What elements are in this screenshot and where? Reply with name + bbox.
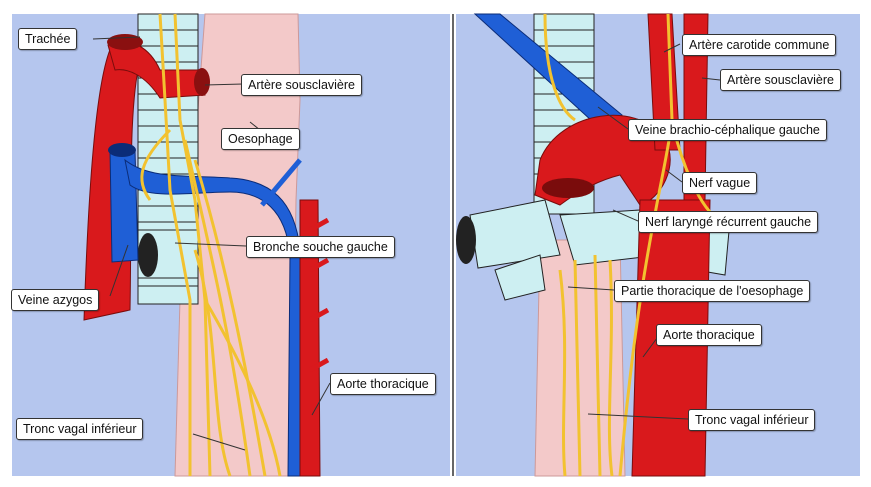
leader-lines (92, 36, 721, 451)
label-azygos-vein: Veine azygos (11, 289, 100, 311)
label-thoracic-aorta-right: Aorte thoracique (656, 324, 762, 346)
label-left-recurrent-laryngeal-nerve: Nerf laryngé récurrent gauche (638, 211, 819, 233)
nerves-left (140, 13, 282, 477)
label-thoracic-aorta-left: Aorte thoracique (330, 373, 436, 395)
label-trachea: Trachée (18, 28, 78, 50)
label-esophagus: Oesophage (221, 128, 300, 150)
label-common-carotid-artery: Artère carotide commune (682, 34, 837, 56)
left-bronchus-stub (137, 229, 199, 279)
label-left-brachiocephalic-vein: Veine brachio-céphalique gauche (628, 119, 827, 141)
azygos-top-end (108, 143, 136, 157)
left-brachiocephalic-vein (473, 13, 623, 133)
label-lower-vagal-trunk-right: Tronc vagal inférieur (688, 409, 816, 431)
label-vagus-nerve: Nerf vague (682, 172, 758, 194)
label-thoracic-esophagus: Partie thoracique de l'oesophage (614, 280, 811, 302)
label-left-main-bronchus: Bronche souche gauche (246, 236, 395, 258)
label-subclavian-artery-left: Artère sousclavière (241, 74, 362, 96)
label-subclavian-artery-right: Artère sousclavière (720, 69, 841, 91)
azygos-branch (260, 158, 302, 207)
aorta-intercostals-left (308, 217, 330, 373)
aortic-arch-end (542, 178, 594, 198)
trachea-artery-top (107, 34, 143, 50)
label-lower-vagal-trunk-left: Tronc vagal inférieur (16, 418, 144, 440)
subclavian-artery-left-end (194, 68, 210, 96)
